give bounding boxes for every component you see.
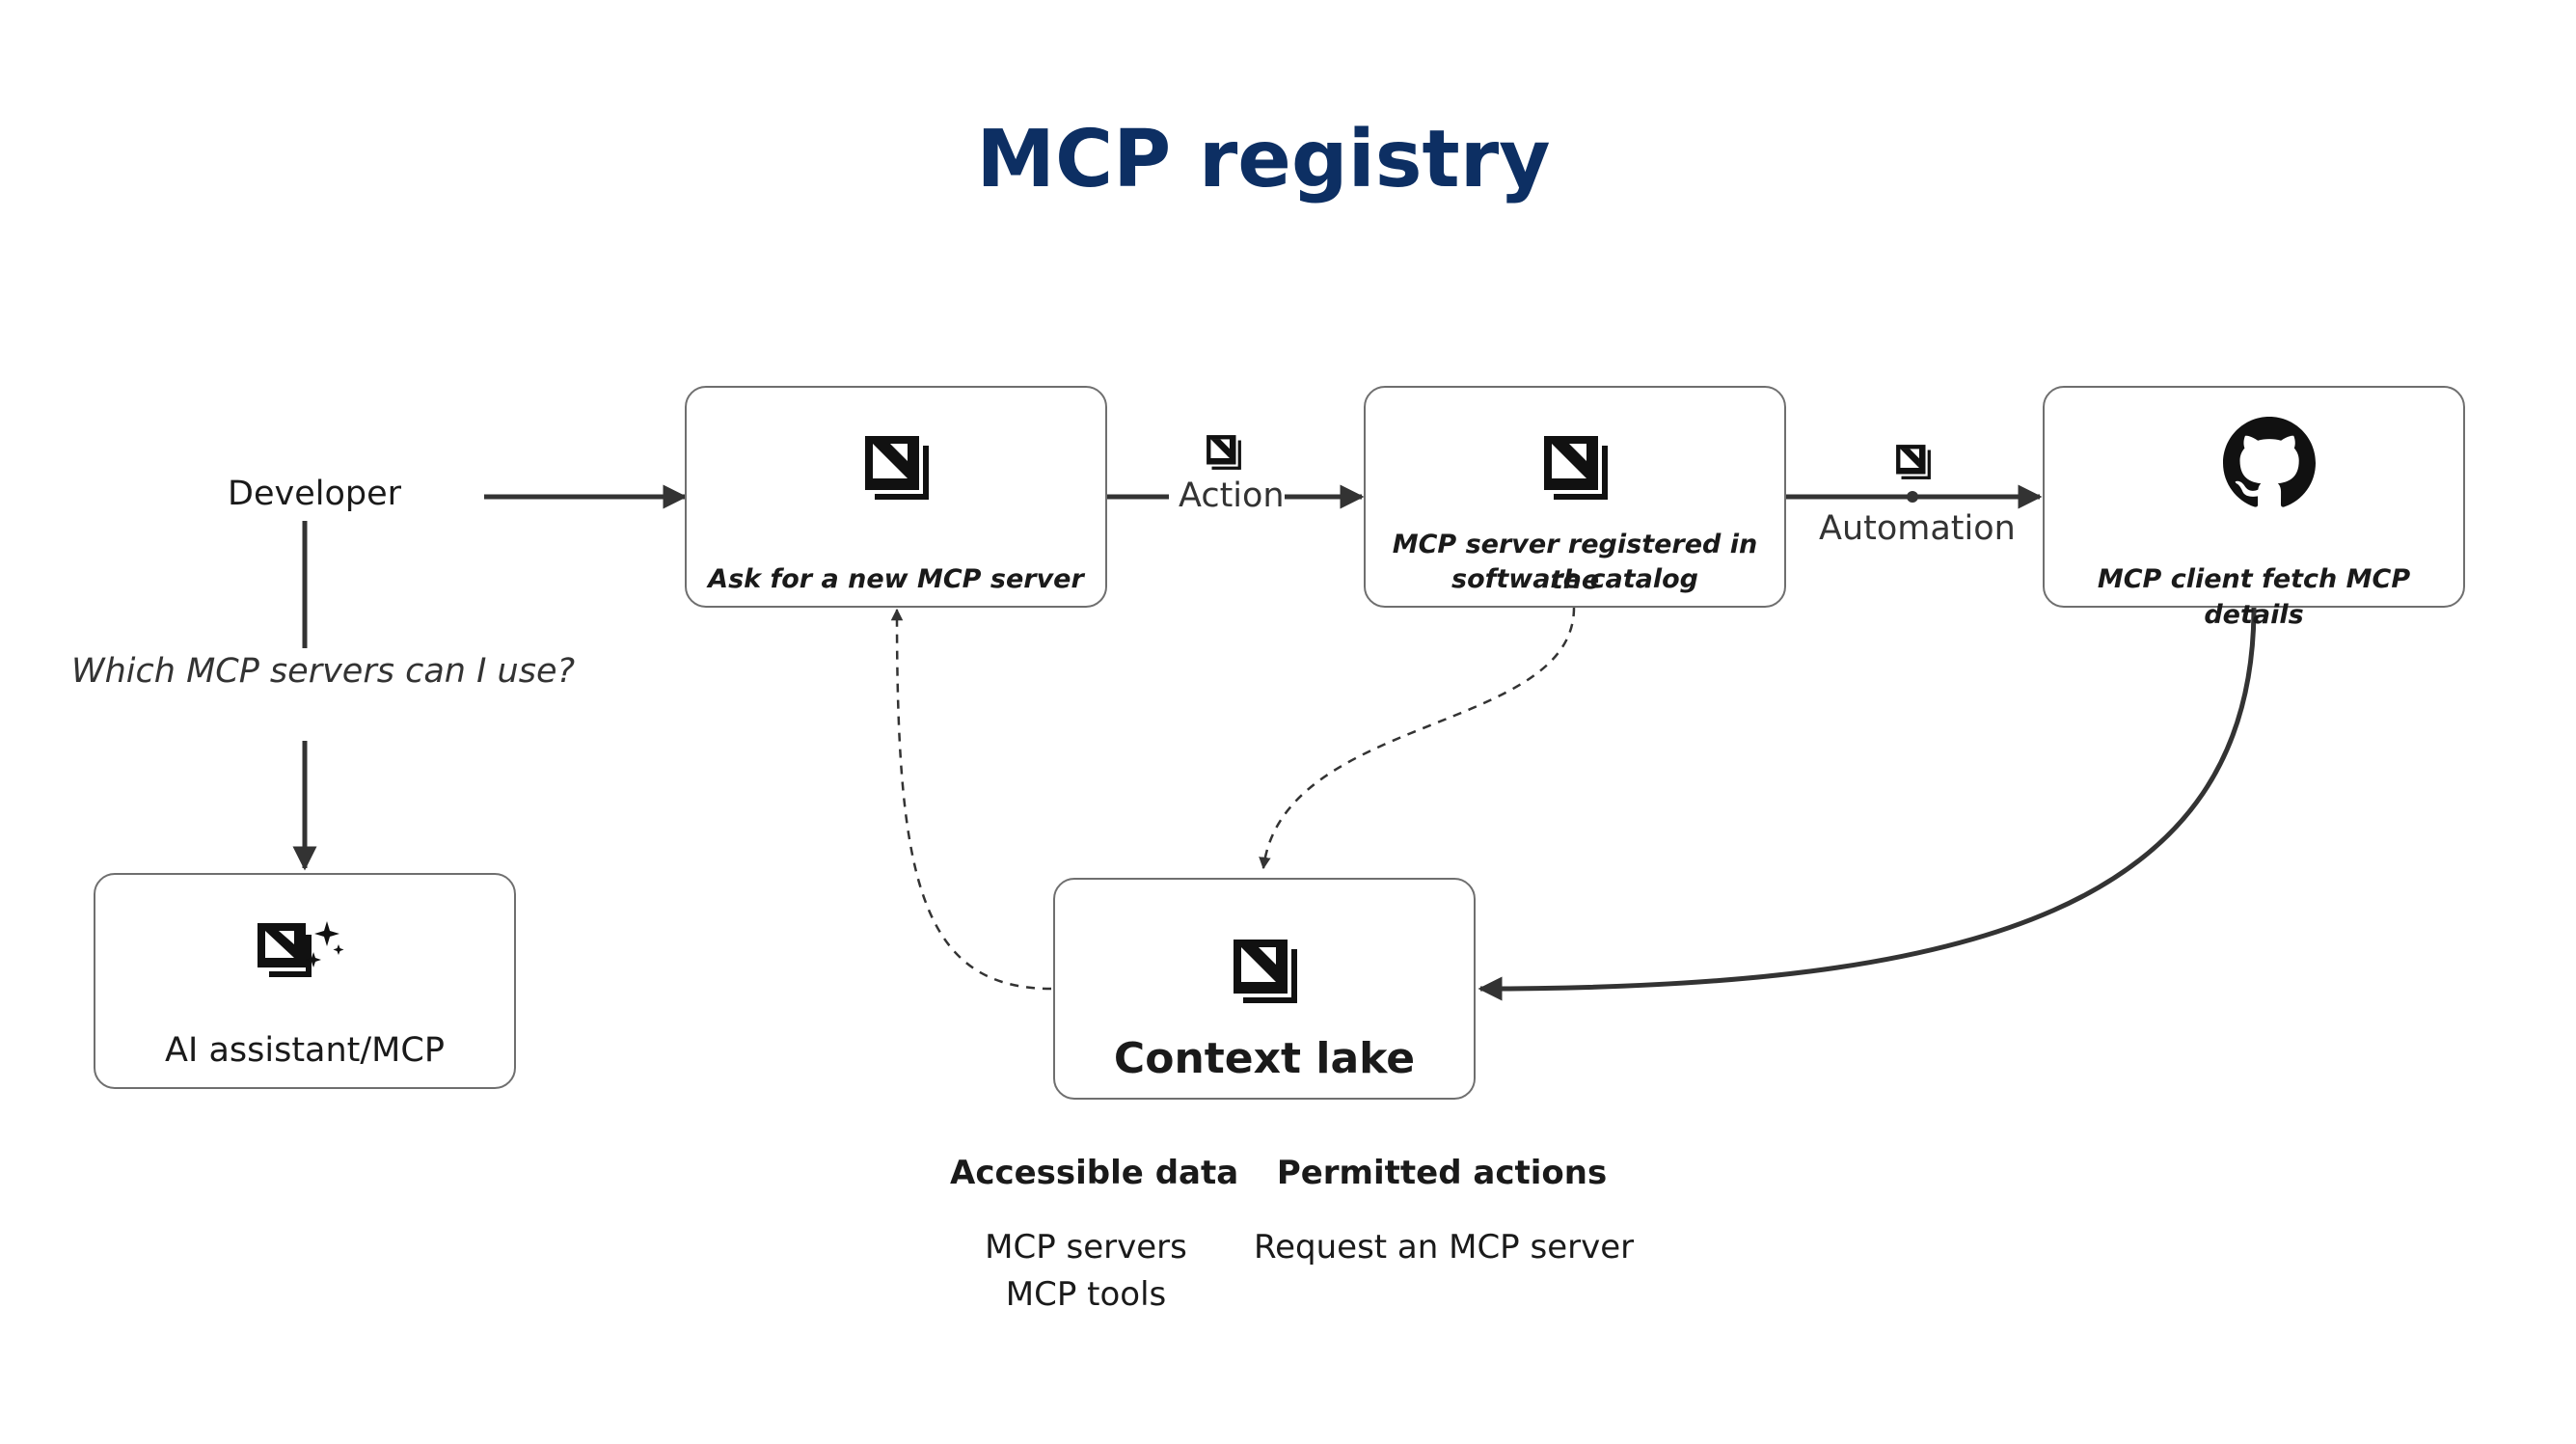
- ai-assistant-label: AI assistant/MCP: [165, 1031, 445, 1070]
- registered-label-line2: software catalog: [1451, 564, 1698, 594]
- question-label: Which MCP servers can I use?: [71, 652, 576, 691]
- port-icon: [863, 434, 931, 505]
- permitted-actions-heading: Permitted actions: [1276, 1154, 1608, 1192]
- action-label: Action: [1179, 477, 1285, 515]
- client-fetch-node[interactable]: MCP client fetch MCP details: [2043, 386, 2465, 630]
- dashed-registered-to-context: [1259, 607, 1576, 870]
- client-fetch-label: MCP client fetch MCP details: [2097, 564, 2411, 630]
- port-sparkle-icon: [252, 912, 348, 1002]
- port-icon: [1232, 938, 1299, 1009]
- accessible-data-item: MCP tools: [1005, 1275, 1167, 1314]
- dashed-context-to-ask: [890, 608, 1052, 991]
- accessible-data-item: MCP servers: [985, 1228, 1187, 1267]
- action-port-icon: [1206, 434, 1242, 475]
- context-lake-node[interactable]: Context lake: [1053, 878, 1476, 1100]
- registered-node[interactable]: MCP server registered in the software ca…: [1364, 386, 1786, 608]
- page-title: MCP registry: [976, 114, 1551, 205]
- ask-server-node[interactable]: Ask for a new MCP server: [685, 386, 1107, 608]
- automation-label: Automation: [1819, 509, 2016, 548]
- permitted-actions-item: Request an MCP server: [1254, 1228, 1635, 1267]
- automation-port-icon: [1895, 444, 1932, 484]
- context-lake-label: Context lake: [1113, 1034, 1416, 1083]
- automation-dot: [1907, 491, 1918, 503]
- registered-label-line1: MCP server registered in the: [1392, 530, 1758, 595]
- ai-assistant-node[interactable]: AI assistant/MCP: [94, 873, 516, 1089]
- developer-label: Developer: [228, 475, 402, 513]
- port-icon: [1542, 434, 1610, 505]
- ask-server-label: Ask for a new MCP server: [708, 564, 1084, 594]
- accessible-data-heading: Accessible data: [950, 1154, 1239, 1192]
- arrow-client-to-context: [1478, 607, 2257, 1001]
- github-icon: [2223, 417, 2316, 513]
